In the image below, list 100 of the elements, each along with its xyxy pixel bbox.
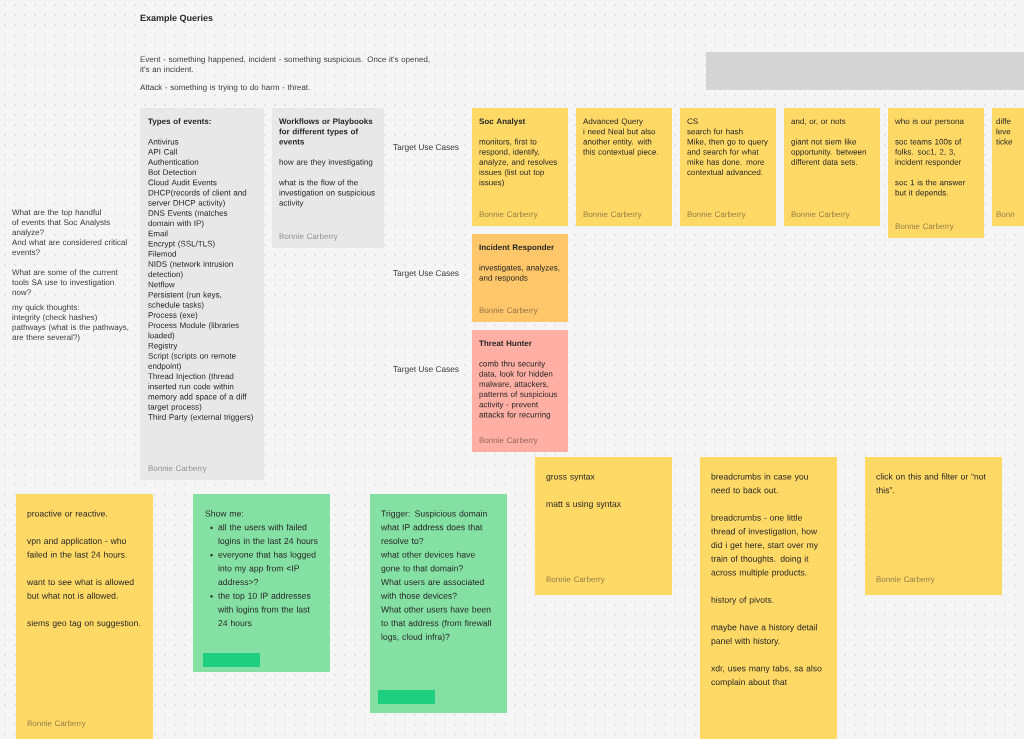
note-text: what IP address does that resolve to? <box>381 524 483 544</box>
row-label: Target Use Cases <box>393 270 459 278</box>
sticky-note <box>700 457 837 739</box>
note-text: Authentication <box>148 159 199 165</box>
note-text: matt s using syntax <box>546 500 621 509</box>
note-text: Event - something happened, incident - something suspicious. Once it's opened, it's an incident. <box>140 56 430 73</box>
author-name: Bonnie Carberry <box>27 720 86 728</box>
note-text: DHCP(records of client and server DHCP activity) <box>148 189 247 208</box>
author-name: Bonnie Carberry <box>148 465 207 473</box>
author-name: Bonnie Carberry <box>279 233 338 241</box>
author-name: Bonnie Carberry <box>791 211 850 219</box>
note-text: soc teams 100s of folks. soc1, 2, 3, incident responder <box>895 138 962 167</box>
note-text: Cloud Audit Events <box>148 179 217 186</box>
note-text: NIDS (network intrusion detection) <box>148 261 233 279</box>
note-heading: Threat Hunter <box>479 340 532 347</box>
note-text: Third Party (external triggers) <box>148 414 253 422</box>
note-text: giant not siem like opportunity. between different data sets. <box>791 138 866 165</box>
note-text: what other devices have gone to that domain? <box>381 551 475 574</box>
note-text: my quick thoughts: <box>12 304 79 312</box>
author-name: Bonnie Carberry <box>876 576 935 584</box>
note-text: the top 10 IP addresses with logins from the last 24 hours <box>218 592 311 627</box>
note-text: what is the flow of the investigation on suspicious activity <box>279 179 375 208</box>
note-text: siems geo tag on suggestion. <box>27 619 140 628</box>
note-text: API Call <box>148 148 177 155</box>
sticky-note <box>576 108 672 226</box>
author-name: Bonnie Carberry <box>479 307 538 315</box>
note-text: What users are associated with those devices? <box>381 578 484 599</box>
note-text: Show me: <box>205 510 243 517</box>
question-text: And what are considered critical events? <box>12 239 127 256</box>
note-text: Netflow <box>148 281 175 288</box>
sticky-note <box>535 457 672 595</box>
note-text: What other users have been to that address (from firewall logs, cloud infra)? <box>381 606 491 642</box>
note-text: how are they investigating <box>279 159 373 167</box>
note-text: breadcrumbs - one little thread of investigation, how did i get here, start over my train of thoughts. doing it across multiple products. <box>711 514 819 578</box>
note-text: who is our persona <box>895 118 964 126</box>
banner-bar <box>706 52 1024 90</box>
sticky-note <box>888 108 984 238</box>
author-name: Bonnie Carberry <box>479 437 538 445</box>
question-text: What are the top handful of events that Soc Analysts analyze? <box>12 209 110 237</box>
question-text: What are some of the current tools SA use to investigation now? <box>12 269 118 296</box>
note-text: monitors, first to respond, identify, analyze, and resolves issues (list out top issues) <box>479 138 557 187</box>
author-name: Bonnie Carberry <box>479 211 538 219</box>
note-text: diffe leve ticke <box>996 118 1013 145</box>
note-text: Bot Detection <box>148 169 196 176</box>
note-text: maybe have a history detail panel with history. <box>711 624 817 646</box>
sticky-note <box>680 108 776 226</box>
row-label: Target Use Cases <box>393 366 459 374</box>
note-text: click on this and filter or “not this”. <box>876 473 986 494</box>
note-text: CS <box>687 118 698 125</box>
note-text: Process (exe) <box>148 312 198 320</box>
sticky-note <box>16 494 153 739</box>
sticky-note <box>472 330 568 452</box>
note-text: Attack - something is trying to do harm - threat. <box>140 84 310 92</box>
sticky-note <box>370 494 507 713</box>
note-text: Filemod <box>148 250 176 257</box>
note-text: gross syntax <box>546 473 595 482</box>
note-text: comb thru security data, look for hidden malware, attackers, patterns of suspicious activity - prevent attacks for recurring <box>479 360 557 420</box>
note-text: Advanced Query <box>583 118 643 126</box>
note-text: DNS Events (matches domain with IP) <box>148 210 228 228</box>
note-heading: Types of events: <box>148 118 211 126</box>
note-text: Registry <box>148 342 178 351</box>
note-text: Persistent (run keys, schedule tasks) <box>148 291 222 310</box>
note-text: history of pivots. <box>711 596 774 605</box>
note-text: Process Module (libraries loaded) <box>148 322 239 340</box>
sticky-note <box>193 494 330 672</box>
row-label: Target Use Cases <box>393 144 459 152</box>
note-text: i need Neal but also another entity. with this contextual piece. <box>583 128 658 157</box>
note-text: Antivirus <box>148 138 179 145</box>
sticky-note <box>472 234 568 322</box>
note-text: and, or, or nots <box>791 118 846 125</box>
note-text: proactive or reactive. <box>27 510 107 519</box>
author-name: Bonn <box>996 211 1015 218</box>
note-text: Mike, then go to query and search for what mike has done. more contextual advanced. <box>687 138 768 176</box>
note-heading: Incident Responder <box>479 244 554 252</box>
note-text: Email <box>148 230 168 237</box>
note-text: everyone that has logged into my app from <IP address>? <box>218 551 316 586</box>
sticky-note <box>784 108 880 226</box>
author-name: Bonnie Carberry <box>583 211 642 219</box>
note-text: investigates, analyzes, and responds <box>479 264 560 283</box>
note-text: want to see what is allowed but what not is allowed. <box>27 578 134 599</box>
note-text: Trigger: Suspicious domain <box>381 510 487 519</box>
note-text: integrity (check hashes) <box>12 314 97 322</box>
sticky-note <box>865 457 1002 595</box>
note-text: Thread Injection (thread inserted run code within memory add space of a diff target process) <box>148 373 247 412</box>
note-text: pathways (what is the pathways, are there several?) <box>12 324 129 342</box>
author-name: Bonnie Carberry <box>895 223 954 231</box>
note-text: breadcrumbs in case you need to back out. <box>711 473 808 494</box>
note-text: xdr, uses many tabs, sa also complain about that <box>711 665 822 687</box>
author-name: Bonnie Carberry <box>687 211 746 219</box>
note-text: Encrypt (SSL/TLS) <box>148 240 215 249</box>
sticky-note <box>472 108 568 226</box>
note-text: soc 1 is the answer but it depends. <box>895 179 966 198</box>
note-heading: Workflows or Playbooks for different types of events <box>279 118 373 145</box>
sticky-note <box>992 108 1024 226</box>
note-text: Script (scripts on remote endpoint) <box>148 352 236 371</box>
author-name: Bonnie Carberry <box>546 576 605 584</box>
note-heading: Soc Analyst <box>479 118 526 126</box>
note-text: search for hash <box>687 128 743 135</box>
note-text: vpn and application - who failed in the last 24 hours. <box>27 537 127 558</box>
board-title: Example Queries <box>140 14 213 23</box>
